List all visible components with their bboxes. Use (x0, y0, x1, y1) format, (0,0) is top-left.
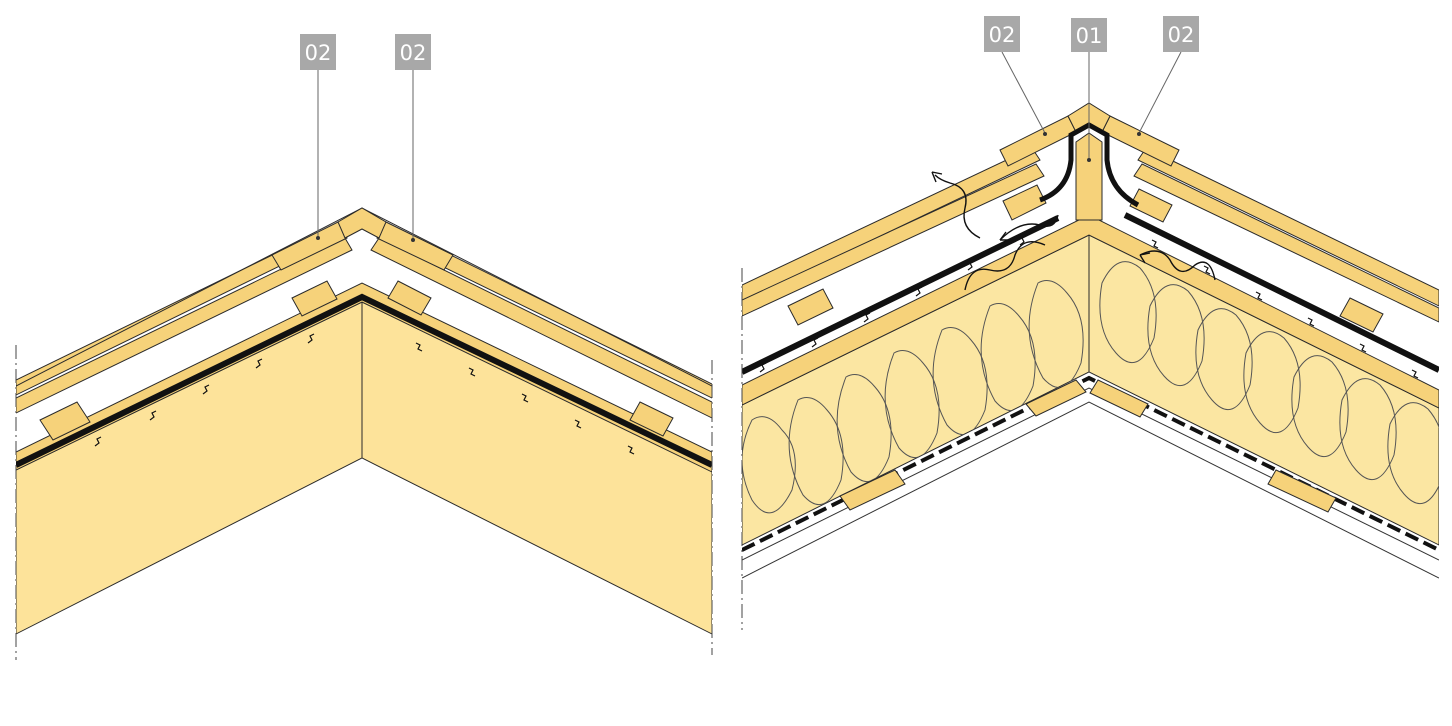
left-ridge-cap-left (271, 221, 348, 271)
membrane-overlap-icon (202, 384, 210, 395)
right-counter-battens (787, 184, 1384, 333)
left-board-body-left (16, 301, 363, 635)
membrane-overlap-icon (255, 358, 263, 369)
left-leader-lines (317, 70, 414, 238)
membrane-overlap-icon (1151, 239, 1159, 249)
membrane-overlap-icon (1019, 235, 1027, 246)
membrane-overlap-icon (521, 393, 529, 403)
membrane-overlap-icon (915, 286, 923, 297)
membrane-overlap-icon (627, 445, 635, 455)
membrane-overlap-icon (468, 367, 476, 377)
left-sarking-strip (16, 282, 712, 473)
membrane-overlap-icon (415, 342, 423, 352)
svg-text:02: 02 (305, 41, 332, 65)
left-break-lines (15, 345, 713, 660)
membrane-overlap-icon (1255, 291, 1263, 301)
right-leader-lines (1001, 51, 1182, 158)
membrane-overlap-icon (759, 362, 767, 373)
membrane-overlap-icon (574, 419, 582, 429)
right-membrane-right (1123, 212, 1439, 373)
left-roof-board-left (16, 237, 353, 414)
left-board-body-right (361, 301, 712, 635)
left-ridge-detail (16, 207, 712, 635)
svg-text:01: 01 (1076, 24, 1103, 48)
right-lap-marks (759, 235, 1419, 379)
label-tag-right-b: 01 (1071, 18, 1107, 52)
label-tag-left-b: 02 (395, 34, 431, 70)
membrane-overlap-icon (1203, 265, 1211, 275)
left-counter-battens (39, 280, 674, 441)
insulation-batt-pattern-right (1099, 261, 1439, 504)
membrane-overlap-icon (149, 410, 157, 421)
membrane-overlap-icon (863, 312, 871, 323)
left-lap-marks (94, 333, 635, 455)
air-flow-arrow-icon (931, 171, 1216, 291)
left-ridge-board (337, 207, 387, 239)
membrane-overlap-icon (307, 333, 315, 344)
insulation-batt-pattern-left (742, 280, 1084, 514)
membrane-overlap-icon (94, 436, 102, 447)
svg-text:02: 02 (400, 41, 427, 65)
right-lining-battens (839, 379, 1337, 513)
membrane-overlap-icon (1307, 317, 1315, 327)
left-roof-board-right (370, 237, 712, 419)
right-ridge-post (1075, 132, 1103, 221)
svg-text:02: 02 (989, 23, 1016, 47)
label-tag-left-a: 02 (300, 34, 336, 70)
left-membrane (16, 293, 712, 468)
membrane-overlap-icon (811, 337, 819, 348)
membrane-overlap-icon (1411, 369, 1419, 379)
right-ridge-detail (742, 102, 1439, 579)
right-membrane-left (742, 215, 1060, 375)
membrane-overlap-icon (1359, 343, 1367, 353)
membrane-overlap-icon (967, 260, 975, 271)
label-tag-right-a: 02 (984, 16, 1020, 52)
svg-text:02: 02 (1168, 23, 1195, 47)
label-tag-right-c: 02 (1163, 16, 1199, 52)
